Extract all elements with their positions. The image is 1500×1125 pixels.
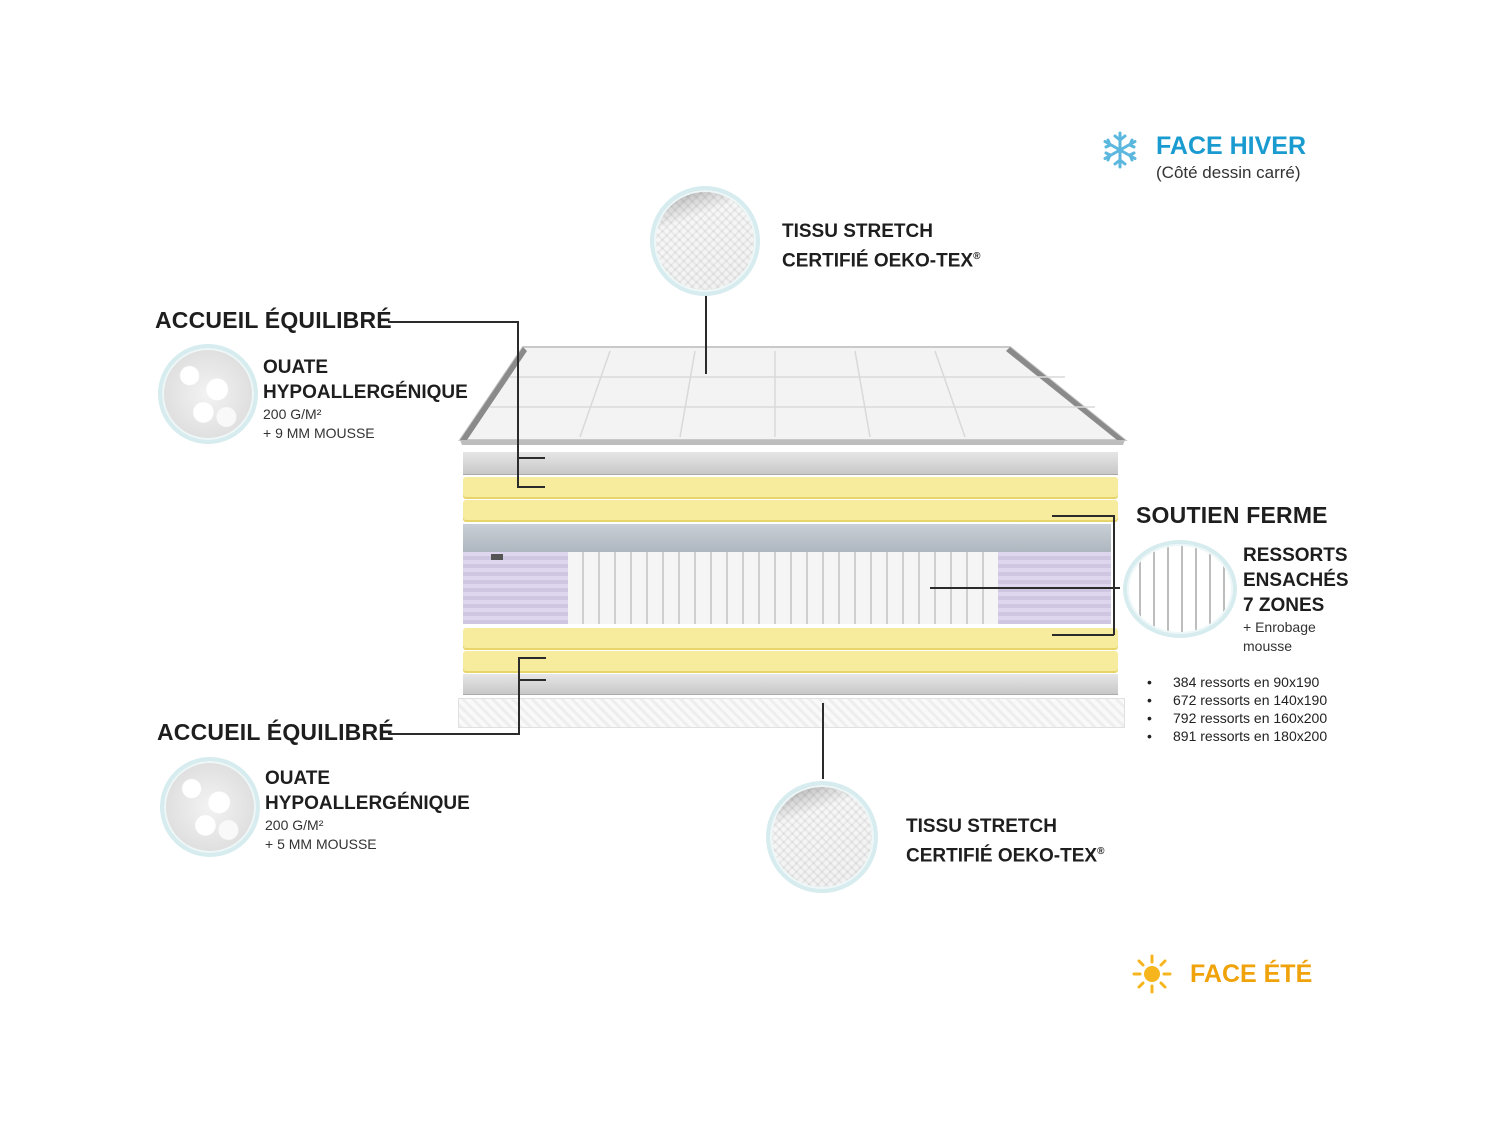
summer-face-legend: FACE ÉTÉ (1132, 953, 1352, 997)
accueil-top-details: OUATE HYPOALLERGÉNIQUE 200 G/M² + 9 MM M… (263, 355, 468, 443)
spring-count-item: 384 ressorts en 90x190 (1143, 673, 1327, 691)
top-foam-layer-1 (463, 477, 1118, 497)
leader-accueil-bottom-h1 (388, 733, 520, 735)
summer-face-title: FACE ÉTÉ (1190, 960, 1313, 988)
soutien-details: RESSORTS ENSACHÉS 7 ZONES + Enrobage mou… (1243, 543, 1349, 656)
winter-face-legend: FACE HIVER (Côté dessin carré) (1100, 128, 1360, 188)
accueil-bottom-line2: HYPOALLERGÉNIQUE (265, 793, 470, 814)
spring-core-top-panel (463, 524, 1111, 552)
soutien-detail1: + Enrobage (1243, 619, 1316, 635)
leader-accueil-bottom-h3 (518, 679, 546, 681)
accueil-bottom-wool-swatch (160, 757, 260, 857)
accueil-bottom-details: OUATE HYPOALLERGÉNIQUE 200 G/M² + 5 MM M… (265, 766, 470, 854)
pocket-springs-view (568, 552, 998, 624)
accueil-bottom-detail2: + 5 MM MOUSSE (265, 836, 377, 852)
spring-core-block (463, 524, 1111, 624)
soutien-detail2: mousse (1243, 638, 1293, 654)
leader-accueil-top-v (517, 321, 519, 487)
spring-count-item: 672 ressorts en 140x190 (1143, 691, 1327, 709)
spring-count-item: 891 ressorts en 180x200 (1143, 727, 1327, 745)
leader-top-fabric (705, 292, 707, 374)
spring-count-list: 384 ressorts en 90x190 672 ressorts en 1… (1143, 673, 1327, 745)
top-felt-layer (463, 452, 1118, 475)
accueil-bottom-line1: OUATE (265, 768, 331, 789)
accueil-top-detail1: 200 G/M² (263, 406, 322, 422)
spring-core-corner-mark (491, 554, 503, 560)
leader-accueil-top-h1 (388, 321, 518, 323)
bottom-fabric-line2: CERTIFIÉ OEKO-TEX (906, 845, 1098, 867)
accueil-bottom-detail1: 200 G/M² (265, 817, 324, 833)
leader-accueil-bottom-v (518, 657, 520, 735)
leader-accueil-bottom-h2 (518, 657, 546, 659)
accueil-top-line2: HYPOALLERGÉNIQUE (263, 382, 468, 403)
leader-accueil-top-h3 (517, 486, 545, 488)
bottom-foam-layer-1 (463, 628, 1118, 648)
leader-accueil-top-h2 (517, 457, 545, 459)
winter-face-title: FACE HIVER (1156, 132, 1307, 160)
soutien-line2: ENSACHÉS (1243, 570, 1349, 591)
soutien-line1: RESSORTS (1243, 545, 1348, 566)
soutien-title: SOUTIEN FERME (1136, 502, 1328, 528)
snowflake-icon (1103, 131, 1137, 169)
bottom-felt-layer (463, 674, 1118, 695)
top-fabric-registered-mark: ® (973, 251, 981, 262)
bottom-fabric-line1: TISSU STRETCH (906, 816, 1057, 837)
top-quilted-layer (458, 346, 1128, 445)
accueil-top-wool-swatch (158, 344, 258, 444)
leader-bottom-fabric (822, 703, 824, 779)
spring-core-left-side (463, 552, 568, 624)
top-fabric-label: TISSU STRETCH CERTIFIÉ OEKO-TEX® (782, 219, 980, 273)
soutien-line3: 7 ZONES (1243, 595, 1325, 616)
top-fabric-line2-wrap: CERTIFIÉ OEKO-TEX® (782, 244, 980, 273)
accueil-top-title: ACCUEIL ÉQUILIBRÉ (155, 307, 392, 333)
bottom-fabric-line2-wrap: CERTIFIÉ OEKO-TEX® (906, 839, 1104, 868)
sun-icon (1132, 954, 1172, 994)
accueil-top-line1: OUATE (263, 357, 329, 378)
bottom-foam-layer-2 (463, 651, 1118, 671)
leader-soutien-h2 (1052, 634, 1114, 636)
top-fabric-swatch (650, 186, 760, 296)
top-foam-layer-2 (463, 500, 1118, 520)
bottom-fabric-registered-mark: ® (1097, 846, 1105, 857)
top-fabric-line2: CERTIFIÉ OEKO-TEX (782, 250, 974, 272)
winter-face-subtitle: (Côté dessin carré) (1156, 163, 1301, 182)
soutien-springs-swatch (1123, 540, 1237, 638)
leader-soutien-h1 (1052, 515, 1114, 517)
bottom-fabric-label: TISSU STRETCH CERTIFIÉ OEKO-TEX® (906, 814, 1104, 868)
top-fabric-line1: TISSU STRETCH (782, 221, 933, 242)
leader-soutien-h3 (930, 587, 1120, 589)
leader-soutien-v (1113, 515, 1115, 635)
spring-count-item: 792 ressorts en 160x200 (1143, 709, 1327, 727)
accueil-top-detail2: + 9 MM MOUSSE (263, 425, 375, 441)
bottom-fabric-swatch (766, 781, 878, 893)
accueil-bottom-title: ACCUEIL ÉQUILIBRÉ (157, 719, 394, 745)
bottom-fabric-layer (458, 698, 1125, 728)
